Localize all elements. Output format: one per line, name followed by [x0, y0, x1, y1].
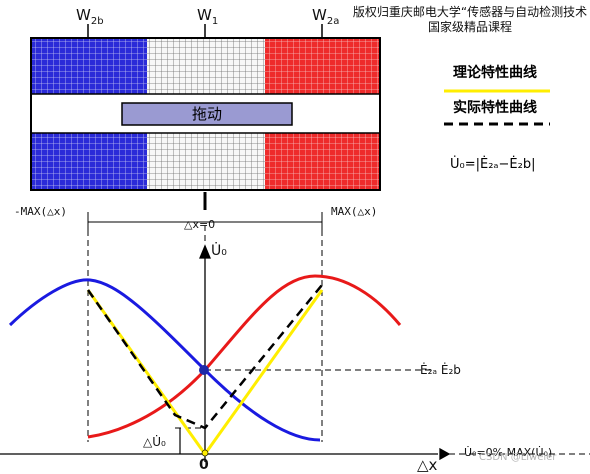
curve-red-e2a [87, 274, 402, 439]
movable-core [121, 102, 293, 126]
legend-actual-label: 实际特性曲线 [453, 100, 537, 116]
winding-label-w2a: W2a [312, 6, 340, 27]
bottom-right-label: U̇₀=0% MAX(U̇₀) [464, 446, 553, 459]
neg-max-label: -MAX(△x) [14, 205, 67, 218]
curve-actual-dashed [86, 284, 323, 430]
range-bracket [87, 212, 323, 230]
watermark: CSDN @Liweier [479, 452, 557, 463]
x-axis-label: △x [417, 456, 438, 474]
axes [0, 244, 451, 462]
coil-assembly: 拖动 [30, 37, 381, 191]
origin-label: 0 [199, 457, 209, 473]
crossing-point [199, 365, 209, 375]
curve-blue-e2b [8, 278, 321, 442]
coil-upper-red [265, 38, 380, 94]
pos-max-label: MAX(△x) [331, 205, 378, 218]
copyright-line-1: 版权归重庆邮电大学“传感器与自动检测技术 [352, 5, 588, 19]
delta-zero-label: △x=0 [184, 218, 216, 231]
winding-label-w2b: W2b [76, 6, 104, 27]
coil-lower-red [265, 133, 380, 190]
copyright-notice: 版权归重庆邮电大学“传感器与自动检测技术 国家级精品课程 [352, 5, 588, 35]
copyright-line-2: 国家级精品课程 [427, 20, 512, 34]
residual-label: △U̇₀ [143, 435, 166, 449]
winding-label-w1: W1 [197, 6, 219, 27]
coil-lower-blue [31, 133, 147, 190]
crossing-label: Ė₂ₐ Ė₂b [420, 363, 461, 377]
origin-point [201, 449, 209, 457]
core-label: 拖动 [192, 105, 222, 123]
output-formula: U̇₀=|Ė₂ₐ−Ė₂b| [450, 157, 536, 172]
legend-theory-label: 理论特性曲线 [453, 65, 537, 81]
y-axis-label: U̇₀ [211, 243, 227, 259]
coil-outline [30, 37, 381, 191]
coil-upper-blue [31, 38, 147, 94]
coil-upper-white [147, 38, 265, 94]
coil-lower-white [147, 133, 265, 190]
